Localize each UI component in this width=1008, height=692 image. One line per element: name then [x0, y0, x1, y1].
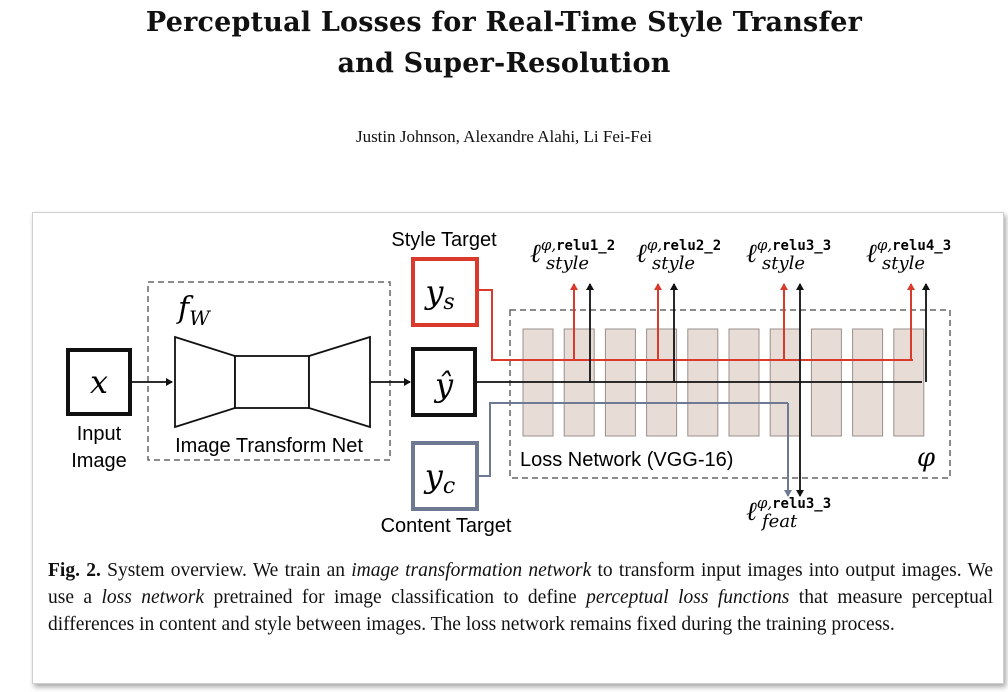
- caption-label: Fig. 2.: [48, 560, 101, 581]
- title-line-2: and Super-Resolution: [337, 48, 671, 79]
- input-x-box: [66, 348, 132, 416]
- caption-term-3: perceptual loss functions: [586, 587, 790, 608]
- system-overview-diagram: fW Image Transform Net x Input Image ŷ S…: [66, 229, 951, 537]
- input-label-line2: Image: [71, 450, 127, 472]
- transform-net-frame: [147, 281, 391, 461]
- loss-tap-arrows: [570, 283, 930, 497]
- caption-text-2: to transform input images into output im…: [48, 560, 993, 608]
- encoder-shape: [174, 335, 236, 429]
- content-target-label: Content Target: [381, 515, 512, 537]
- content-target-line: [477, 402, 788, 477]
- style-target-symbol: ys: [423, 273, 454, 315]
- caption-term-2: loss network: [101, 587, 205, 608]
- transform-net-label: Image Transform Net: [175, 435, 363, 457]
- figure-box: [32, 212, 1004, 684]
- content-target-symbol: yc: [423, 457, 455, 499]
- loss-network-label: Loss Network (VGG-16): [520, 449, 733, 471]
- content-target-box: [411, 441, 479, 511]
- style-target-label: Style Target: [391, 229, 497, 251]
- bottleneck-shape: [234, 355, 310, 409]
- caption-text-1: System overview. We train an: [100, 560, 352, 581]
- authors: Justin Johnson, Alexandre Alahi, Li Fei-…: [355, 127, 653, 146]
- style-target-box: [411, 257, 479, 327]
- phi-symbol: φ: [917, 443, 936, 473]
- style-target-line: [477, 289, 913, 361]
- decoder-shape: [308, 335, 371, 429]
- caption-text-3: pretrained for image classification to d…: [204, 587, 587, 608]
- fw-label: fW: [176, 291, 211, 330]
- output-yhat-symbol: ŷ: [433, 366, 454, 404]
- figure-caption: Fig. 2. System overview. We train an ima…: [48, 557, 993, 638]
- paper-title: Perceptual Losses for Real-Time Style Tr…: [0, 2, 1008, 84]
- caption-term-1: image transformation network: [351, 560, 592, 581]
- input-x-symbol: x: [90, 363, 108, 401]
- title-line-1: Perceptual Losses for Real-Time Style Tr…: [145, 7, 863, 38]
- caption-text-4: that measure perceptual differences in c…: [48, 587, 994, 635]
- input-label-line1: Input: [77, 423, 122, 445]
- loss-network-frame: [509, 309, 951, 479]
